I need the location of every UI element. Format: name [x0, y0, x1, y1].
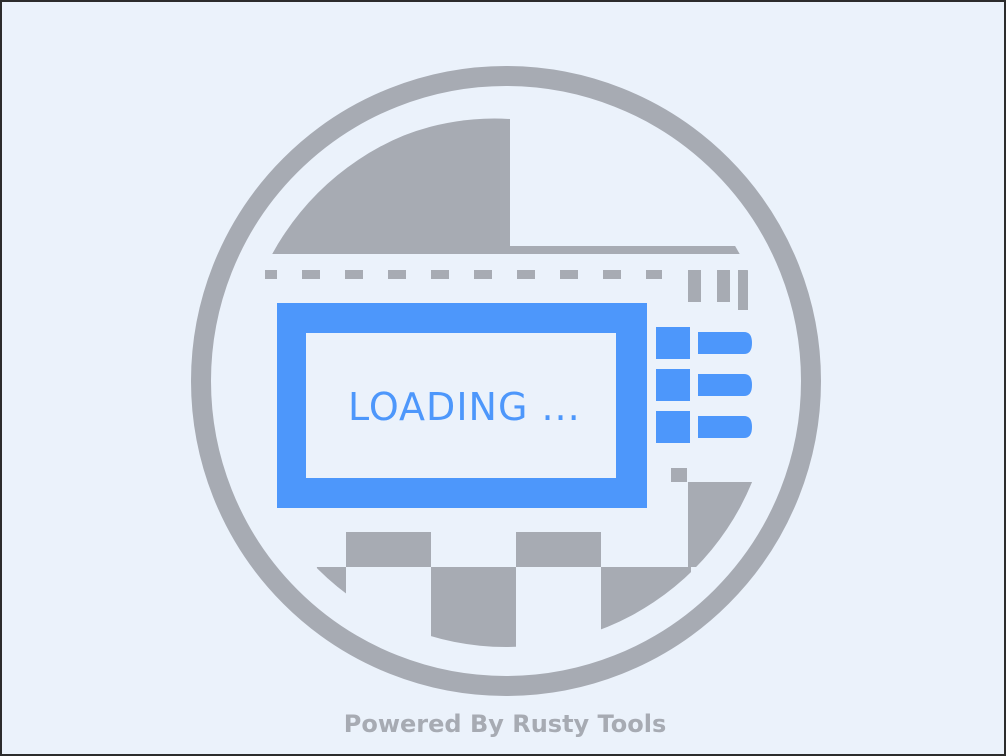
- quarter-arc-fill: [272, 118, 510, 255]
- status-lights: [656, 327, 752, 443]
- outer-ring: [191, 66, 821, 696]
- status-bar-icon: [698, 332, 752, 354]
- status-light-icon: [656, 411, 690, 443]
- footer-powered-by: Powered By Rusty Tools: [343, 710, 667, 738]
- status-light-icon: [656, 327, 690, 359]
- monitor-screen-inner: [306, 333, 616, 478]
- status-bar-icon: [698, 416, 752, 438]
- status-light-icon: [656, 369, 690, 401]
- loading-label: LOADING ...: [348, 385, 581, 429]
- status-bar-icon: [698, 374, 752, 396]
- dashed-strip: [265, 270, 748, 310]
